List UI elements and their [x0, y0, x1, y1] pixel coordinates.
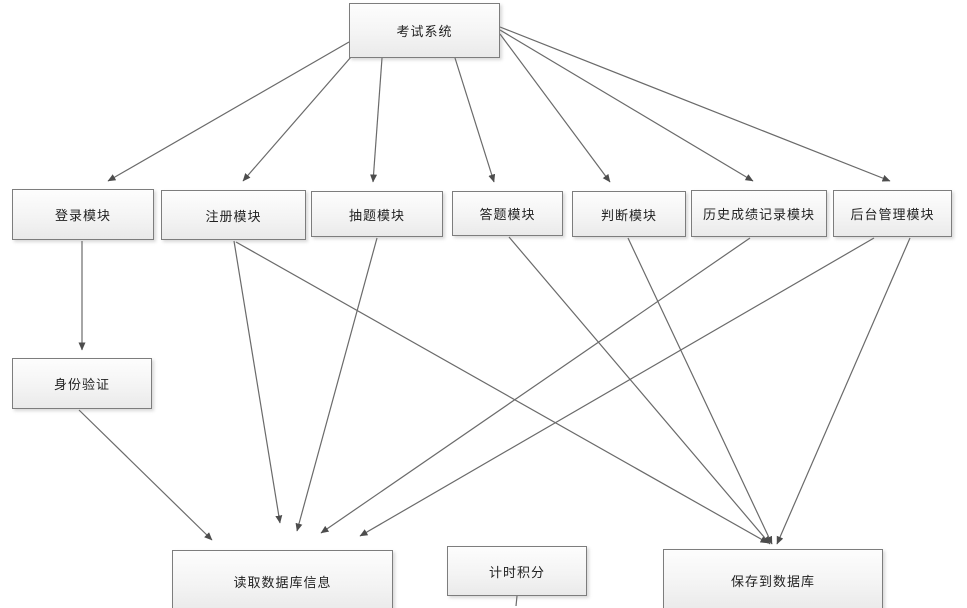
node-label-history-score-module: 历史成绩记录模块: [702, 207, 815, 222]
edge-exam-system-to-login-module: [107, 41, 350, 182]
node-label-judge-module: 判断模块: [600, 207, 657, 223]
node-draw-question-module: 抽题模块: [311, 191, 443, 237]
node-label-save-to-db: 保存到数据库: [730, 573, 815, 589]
edge-history-score-module-to-read-db-info: [320, 237, 751, 534]
node-exam-system: 考试系统: [349, 3, 500, 58]
node-label-identity-verify: 身份验证: [53, 377, 110, 392]
edge-answer-module-to-save-to-db: [508, 236, 771, 545]
node-label-read-db-info: 读取数据库信息: [233, 574, 332, 590]
node-judge-module: 判断模块: [572, 191, 686, 237]
node-label-register-module: 注册模块: [205, 208, 262, 224]
node-label-admin-module: 后台管理模块: [850, 207, 935, 222]
edge-stub-timing-score-connector: [515, 595, 518, 607]
edge-register-module-to-save-to-db: [235, 241, 769, 544]
edge-exam-system-to-register-module: [242, 56, 352, 182]
node-login-module: 登录模块: [12, 189, 154, 240]
node-label-exam-system: 考试系统: [396, 24, 453, 39]
node-label-answer-module: 答题模块: [479, 207, 536, 222]
node-label-draw-question-module: 抽题模块: [348, 207, 405, 223]
edge-admin-module-to-save-to-db: [776, 237, 911, 545]
node-history-score-module: 历史成绩记录模块: [691, 190, 827, 237]
edge-identity-verify-to-read-db-info: [78, 409, 213, 541]
edge-exam-system-to-history-score-module: [499, 29, 754, 182]
edge-exam-system-to-draw-question-module: [370, 57, 383, 183]
edge-judge-module-to-save-to-db: [627, 237, 773, 545]
node-label-timing-score: 计时积分: [488, 564, 545, 580]
edge-admin-module-to-read-db-info: [359, 237, 875, 537]
edge-exam-system-to-answer-module: [454, 57, 496, 183]
edge-register-module-to-read-db-info: [233, 240, 283, 524]
node-read-db-info: 读取数据库信息: [172, 550, 393, 608]
node-timing-score: 计时积分: [447, 546, 587, 596]
node-answer-module: 答题模块: [452, 191, 563, 236]
edge-draw-question-module-to-read-db-info: [295, 237, 378, 532]
edge-exam-system-to-judge-module: [499, 33, 611, 183]
node-identity-verify: 身份验证: [12, 358, 152, 409]
node-label-login-module: 登录模块: [54, 208, 111, 223]
node-register-module: 注册模块: [161, 190, 306, 240]
edge-exam-system-to-admin-module: [499, 26, 891, 182]
node-admin-module: 后台管理模块: [833, 190, 952, 237]
node-save-to-db: 保存到数据库: [663, 549, 883, 608]
